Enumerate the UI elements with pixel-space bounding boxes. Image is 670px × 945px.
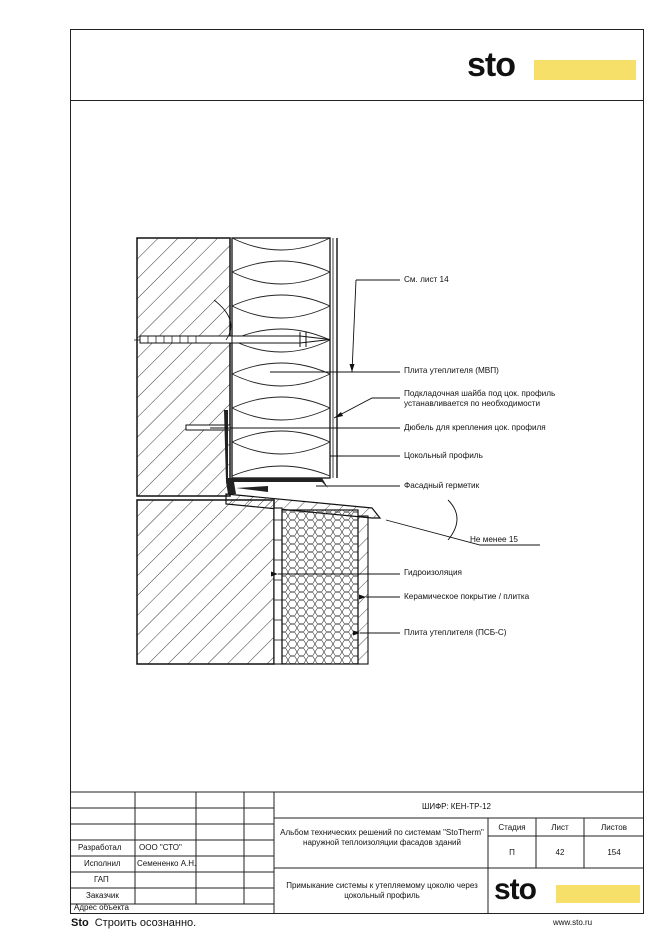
upper-wall-section [136, 237, 231, 497]
role-gap: ГАП [94, 875, 109, 884]
callout-ceramic: Керамическое покрытие / плитка [404, 592, 530, 601]
role-address: Адрес объекта [74, 903, 129, 912]
callout-washer-line1: Подкладочная шайба под цок. профиль [404, 389, 556, 398]
col-stage-header: Стадия [498, 823, 526, 832]
name-developed: ООО "СТО" [139, 843, 182, 852]
role-executed: Исполнил [84, 859, 121, 868]
role-developed: Разработал [78, 843, 122, 852]
drawing-sheet-frame [70, 29, 644, 914]
name-executed: Семененко А.Н. [137, 859, 197, 868]
sheet-title: Примыкание системы к утепляемому цоколю … [286, 881, 478, 900]
mineral-wool-insulation [231, 237, 338, 479]
header-divider [70, 100, 644, 101]
callout-dowel: Дюбель для крепления цок. профиля [404, 423, 546, 432]
callout-sealant: Фасадный герметик [404, 481, 480, 490]
base-profile [224, 410, 328, 494]
footer-slogan-text: Строить осознанно. [94, 917, 197, 929]
callout-see-sheet: См. лист 14 [404, 275, 449, 284]
brand-bar-top [534, 60, 636, 80]
callout-base-profile: Цокольный профиль [404, 451, 483, 460]
stage-value: П [509, 848, 515, 857]
ceramic-tile-layer [357, 515, 369, 665]
col-sheet-header: Лист [551, 823, 569, 832]
col-sheets-header: Листов [601, 823, 627, 832]
leader-lines [210, 279, 540, 634]
callout-insulation-psb: Плита утеплителя (ПСБ-С) [404, 628, 507, 637]
eps-insulation [281, 509, 359, 665]
leader-arrows [271, 364, 366, 636]
footer-slogan: Sto Строить осознанно. [71, 917, 196, 929]
cipher: ШИФР: КЕН-ТР-12 [422, 802, 491, 811]
lower-wall-section [136, 499, 275, 665]
footer-brand-name: Sto [71, 917, 89, 929]
profile-dowel [185, 424, 231, 431]
album-title: Альбом технических решений по системам "… [280, 828, 484, 847]
callout-waterproofing: Гидроизоляция [404, 568, 462, 577]
sto-logo-top: sto [467, 46, 516, 84]
anchor-dowel [134, 299, 331, 347]
sto-logo-bottom: sto [494, 873, 537, 906]
sheet-value: 42 [555, 848, 565, 857]
callout-min-slope: Не менее 15 [470, 535, 518, 544]
title-block-grid [70, 791, 644, 914]
role-customer: Заказчик [86, 891, 119, 900]
footer-url[interactable]: www.sto.ru [553, 918, 593, 927]
waterproofing-layer [273, 507, 283, 665]
callout-washer-line2: устанавливается по необходимости [404, 399, 541, 408]
brand-bar-bottom [556, 885, 640, 903]
callout-insulation-mvp: Плита утеплителя (МВП) [404, 366, 499, 375]
sheets-value: 154 [607, 848, 621, 857]
